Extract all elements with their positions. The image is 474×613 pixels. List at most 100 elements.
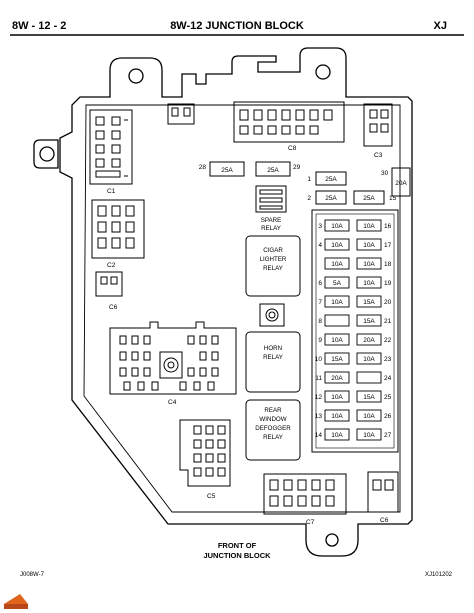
connector-c6-lower-label: C6	[380, 517, 389, 524]
spare-relay-label-2: RELAY	[261, 225, 281, 232]
fuse-right-value: 10A	[363, 261, 375, 268]
connector-c1-label: C1	[107, 188, 116, 195]
fuse-right-value: 15A	[363, 394, 375, 401]
fuse-left-number: 13	[315, 413, 323, 420]
fuse-right-number: 27	[384, 432, 392, 439]
fuse-left-number: 10	[315, 356, 323, 363]
svg-text:25A: 25A	[267, 167, 279, 174]
diagram-title: 8W-12 JUNCTION BLOCK	[170, 20, 304, 32]
fuse-right-value: 10A	[363, 280, 375, 287]
fuse-left-value: 20A	[331, 375, 343, 382]
fuse-left-number: 3	[318, 223, 322, 230]
fuse-left-value: 10A	[331, 261, 343, 268]
junction-block-housing	[33, 47, 413, 557]
fuse-right-value: 10A	[363, 356, 375, 363]
fuse-left-value: 10A	[331, 223, 343, 230]
fuse-right-slot	[356, 238, 382, 251]
fuse-right-value: 15A	[363, 318, 375, 325]
fuse-left-slot	[324, 409, 350, 422]
fuse-left-slot	[324, 333, 350, 346]
fuse-panel	[311, 209, 399, 453]
rear-defogger-relay	[245, 399, 301, 461]
footer-left-code: J008W-7	[20, 572, 45, 578]
fuse-left-number: 4	[318, 242, 322, 249]
fuse-right-slot	[356, 219, 382, 232]
connector-c6-lower	[367, 471, 399, 513]
fuse-left-slot	[324, 276, 350, 289]
fuse-right-slot	[356, 390, 382, 403]
svg-text:30: 30	[381, 170, 389, 177]
fuse-right-number: 19	[384, 280, 392, 287]
fuse-left-number: 9	[318, 337, 322, 344]
svg-text:2: 2	[307, 195, 311, 202]
spare-relay	[255, 185, 287, 213]
connector-c1	[89, 109, 133, 185]
fuse-right-number: 23	[384, 356, 392, 363]
fuse-left-value: 10A	[331, 413, 343, 420]
fuse-panel-inner	[315, 213, 395, 449]
fuse-right-number: 26	[384, 413, 392, 420]
footer-right-code: XJ101202	[425, 572, 453, 578]
svg-text:1: 1	[307, 176, 311, 183]
connector-c8-label: C8	[288, 145, 297, 152]
fuse-right-value: 10A	[363, 413, 375, 420]
svg-text:25A: 25A	[325, 195, 337, 202]
connector-c6-label: C6	[109, 304, 118, 311]
fuse-right-value: 10A	[363, 432, 375, 439]
front-label-line-2: JUNCTION BLOCK	[203, 551, 271, 560]
fuse-row: 10 15A 10A 23	[315, 352, 392, 365]
svg-text:25A: 25A	[325, 176, 337, 183]
connector-c2	[91, 199, 145, 259]
fuse-left-slot	[324, 390, 350, 403]
connector-c4	[109, 321, 237, 395]
cigar-relay-label-3: RELAY	[263, 265, 283, 272]
fuse-right-number: 16	[384, 223, 392, 230]
fuse-left-slot	[324, 314, 350, 327]
model-code: XJ	[434, 20, 447, 32]
rear-relay-label-2: WINDOW	[259, 416, 286, 423]
connector-c3-label: C3	[374, 152, 383, 159]
fuse-left-slot	[324, 257, 350, 270]
fuse-row: 10A 10A 18	[324, 257, 392, 270]
fuse-right-slot	[356, 333, 382, 346]
fuse-right-value: 20A	[363, 337, 375, 344]
fuse-right-number: 24	[384, 375, 392, 382]
corner-mark-icon	[4, 594, 28, 609]
fuse-left-number: 7	[318, 299, 322, 306]
fuse-left-slot	[324, 428, 350, 441]
fuse-right-slot	[356, 409, 382, 422]
fuse-left-number: 12	[315, 394, 323, 401]
connector-c2-label: C2	[107, 262, 116, 269]
fuse-left-slot	[324, 371, 350, 384]
fuse-left-number: 6	[318, 280, 322, 287]
fuse-right-number: 18	[384, 261, 392, 268]
fuse-left-slot	[324, 352, 350, 365]
horn-relay	[245, 331, 301, 393]
center-stud	[259, 303, 285, 327]
svg-text:25A: 25A	[221, 167, 233, 174]
fuse-right-number: 20	[384, 299, 392, 306]
fuse-right-slot	[356, 276, 382, 289]
rear-relay-label-1: REAR	[264, 407, 282, 414]
fuse-row: 13 10A 10A 26	[315, 409, 392, 422]
fuse-right-number: 17	[384, 242, 392, 249]
cigar-lighter-relay	[245, 235, 301, 297]
top-fuse-30: 30 20A	[381, 167, 411, 197]
top-fuse-29: 25A 29	[255, 161, 301, 177]
fuse-left-slot	[324, 238, 350, 251]
fuse-left-value: 10A	[331, 432, 343, 439]
fuse-right-number: 25	[384, 394, 392, 401]
fuse-left-value: 10A	[331, 299, 343, 306]
connector-c7-label: C7	[306, 519, 315, 526]
fuse-left-slot	[324, 219, 350, 232]
cigar-relay-label-1: CIGAR	[263, 247, 283, 254]
fuse-left-value: 15A	[331, 356, 343, 363]
fuse-right-slot	[356, 295, 382, 308]
